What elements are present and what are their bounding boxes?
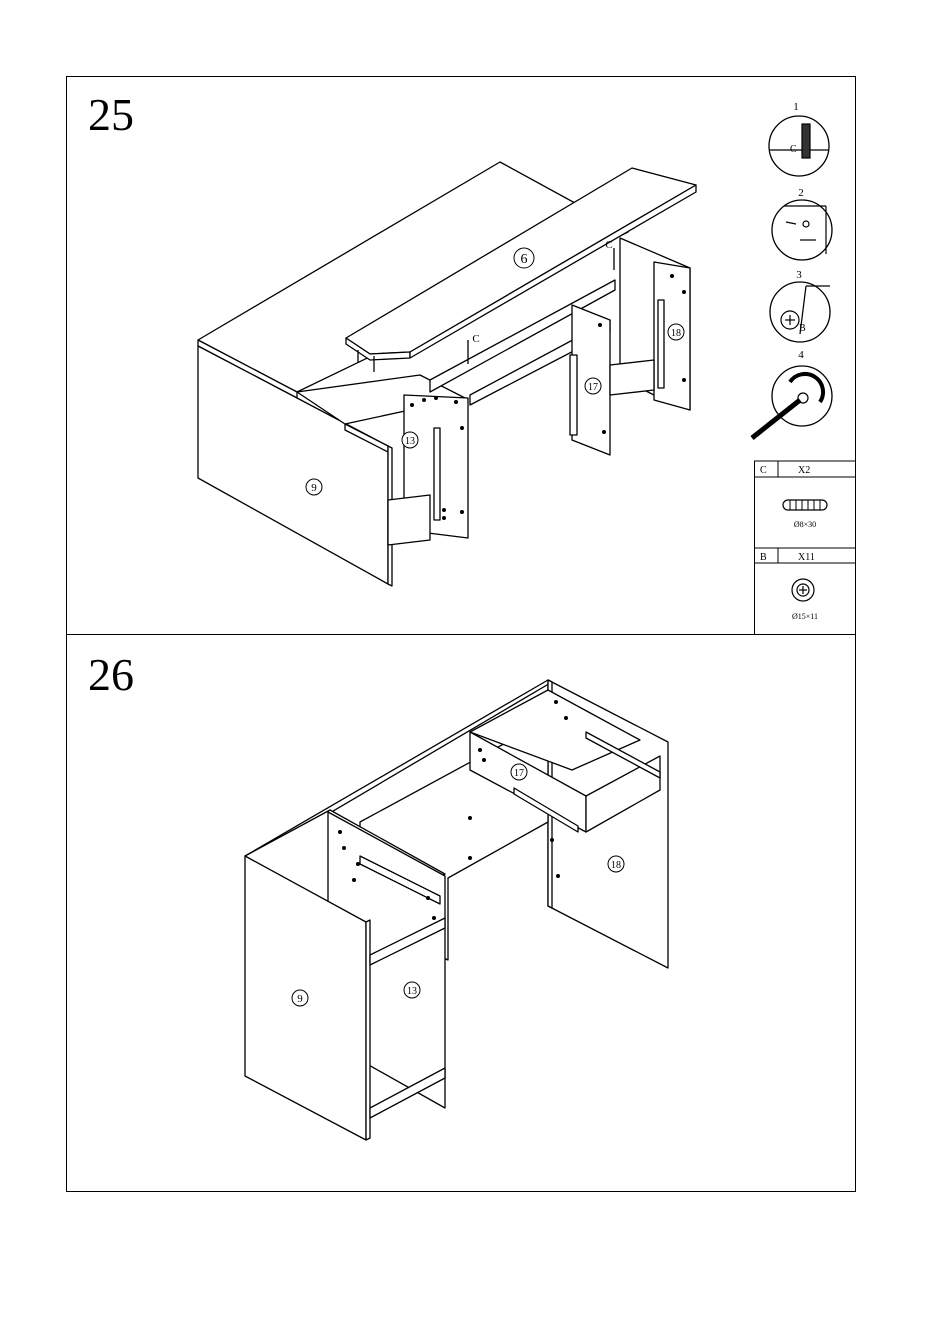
cam-insert-icon: [772, 200, 832, 260]
hardware-code-c: C: [760, 465, 767, 476]
sub-label-c: C: [790, 144, 797, 155]
sub-step-4: 4: [798, 349, 804, 361]
dowel-mark-c2: C: [605, 239, 612, 251]
dowel-mark-c1: C: [472, 333, 479, 345]
part-label-6: 6: [521, 252, 528, 267]
hardware-size-b: Ø15×11: [792, 612, 818, 621]
sub-step-2: 2: [798, 187, 804, 199]
part-label-26-9: 9: [297, 993, 303, 1005]
hardware-size-c: Ø8×30: [794, 520, 816, 529]
hardware-qty-c: X2: [798, 465, 810, 476]
part-label-26-17: 17: [514, 768, 524, 779]
desk-top-panel: [198, 162, 628, 392]
part-label-17: 17: [588, 382, 598, 393]
sub-step-1: 1: [793, 101, 799, 113]
part-label-18: 18: [671, 328, 681, 339]
cam-lock-icon: [792, 579, 814, 601]
dowel-icon: [783, 500, 827, 510]
hardware-code-b: B: [760, 552, 767, 563]
sub-label-b: B: [799, 323, 806, 334]
dowel-insert-icon: [769, 116, 829, 176]
part-label-9: 9: [311, 482, 317, 494]
part-label-26-13: 13: [407, 986, 417, 997]
drawer-slide: [434, 428, 440, 520]
hardware-qty-b: X11: [798, 552, 815, 563]
part-label-13: 13: [405, 436, 415, 447]
sub-step-3: 3: [796, 269, 802, 281]
part-label-26-18: 18: [611, 860, 621, 871]
